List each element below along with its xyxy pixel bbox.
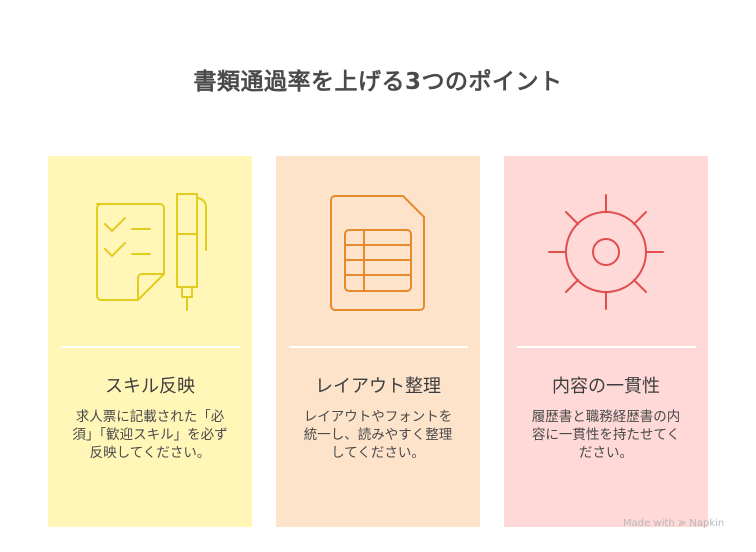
card-heading: 内容の一貫性 (552, 376, 660, 397)
divider (61, 346, 240, 348)
napkin-watermark: Made with ≽ Napkin (623, 518, 725, 529)
divider (517, 346, 696, 348)
sun-target-icon (504, 156, 708, 336)
card-heading: スキル反映 (105, 376, 195, 397)
card-content-consistency: 内容の一貫性 履歴書と職務経歴書の内容に一貫性を持たせてください。 (504, 156, 708, 527)
card-body: 履歴書と職務経歴書の内容に一貫性を持たせてください。 (531, 409, 681, 461)
card-skill-reflection: スキル反映 求人票に記載された「必須」「歓迎スキル」を必ず反映してください。 (48, 156, 252, 527)
card-body: 求人票に記載された「必須」「歓迎スキル」を必ず反映してください。 (72, 409, 228, 461)
checklist-pen-icon (48, 156, 252, 336)
card-layout-organization: レイアウト整理 レイアウトやフォントを統一し、読みやすく整理してください。 (276, 156, 480, 527)
card-heading: レイアウト整理 (315, 376, 441, 397)
page-title: 書類通過率を上げる3つのポイント (193, 69, 563, 95)
card-body: レイアウトやフォントを統一し、読みやすく整理してください。 (303, 409, 453, 461)
divider (289, 346, 468, 348)
spreadsheet-document-icon (276, 156, 480, 336)
